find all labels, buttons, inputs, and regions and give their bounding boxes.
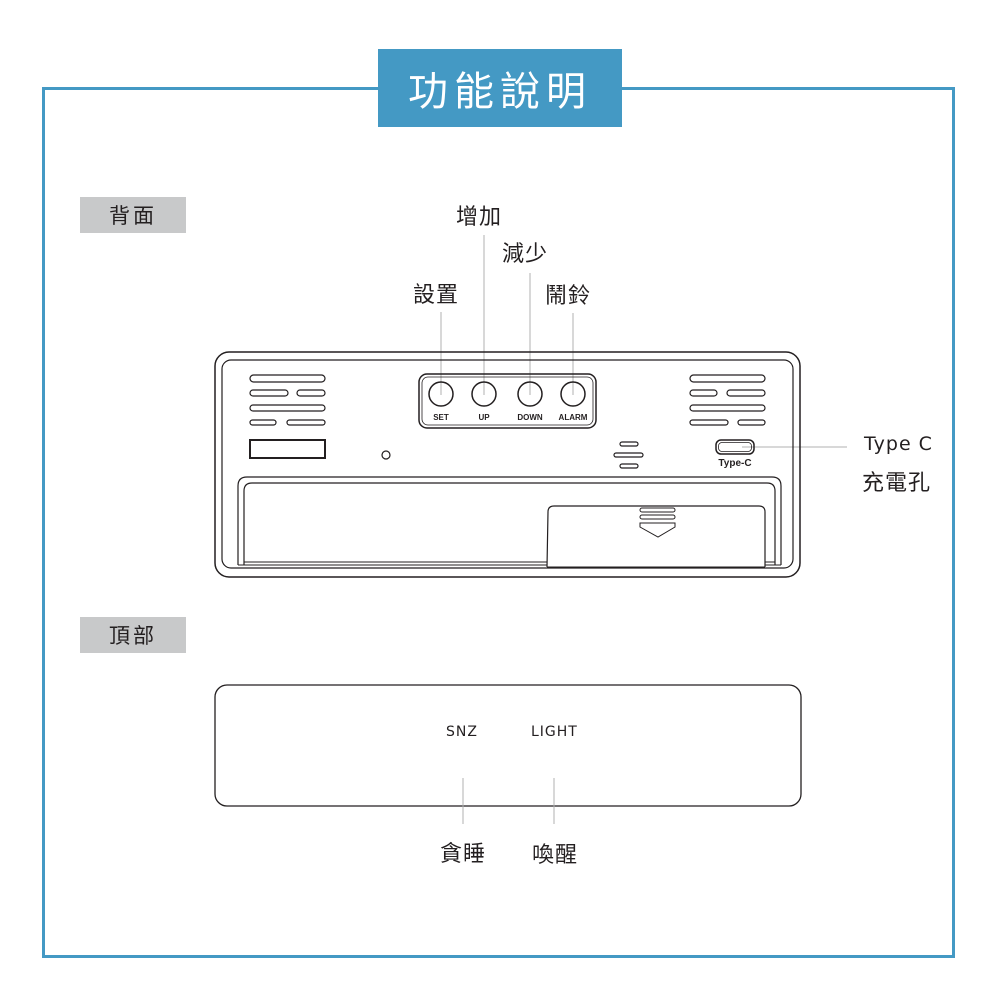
callout-down: 減少 bbox=[502, 242, 549, 267]
down-button[interactable] bbox=[517, 381, 543, 407]
mic-vents bbox=[613, 441, 644, 469]
type-c-port-label: Type-C bbox=[718, 458, 751, 469]
callout-up: 增加 bbox=[456, 205, 503, 230]
snooze-button[interactable]: SNZ bbox=[446, 724, 478, 740]
down-button-label: DOWN bbox=[517, 413, 543, 422]
section-label-top: 頂部 bbox=[80, 617, 186, 653]
label-slot bbox=[249, 439, 326, 459]
callout-set: 設置 bbox=[413, 283, 460, 308]
light-button[interactable]: LIGHT bbox=[531, 724, 578, 740]
leader-lines-top bbox=[462, 778, 555, 824]
arrow-down-icon bbox=[639, 522, 676, 538]
right-speaker-vents bbox=[689, 374, 766, 426]
alarm-button[interactable] bbox=[560, 381, 586, 407]
top-device-body bbox=[214, 684, 802, 807]
callout-snooze: 貪睡 bbox=[440, 842, 487, 867]
callout-alarm: 鬧鈴 bbox=[545, 284, 592, 309]
left-speaker-vents bbox=[249, 374, 326, 426]
page-title-text: 功能說明 bbox=[408, 69, 592, 115]
set-button[interactable] bbox=[428, 381, 454, 407]
battery-cover bbox=[546, 505, 766, 568]
reset-hole-icon bbox=[381, 450, 391, 460]
callout-typec-zh: 充電孔 bbox=[862, 471, 932, 496]
section-label-back-text: 背面 bbox=[109, 204, 157, 228]
set-button-label: SET bbox=[433, 413, 449, 422]
section-label-back: 背面 bbox=[80, 197, 186, 233]
callout-typec-en: Type C bbox=[864, 433, 933, 455]
back-device-body bbox=[214, 351, 801, 578]
button-panel: SET UP DOWN ALARM bbox=[418, 373, 597, 429]
alarm-button-label: ALARM bbox=[559, 413, 588, 422]
callout-wake: 喚醒 bbox=[532, 843, 579, 868]
page-title: 功能說明 bbox=[378, 49, 622, 127]
up-button[interactable] bbox=[471, 381, 497, 407]
type-c-port-icon bbox=[715, 439, 755, 455]
section-label-top-text: 頂部 bbox=[109, 624, 157, 648]
up-button-label: UP bbox=[478, 413, 490, 422]
